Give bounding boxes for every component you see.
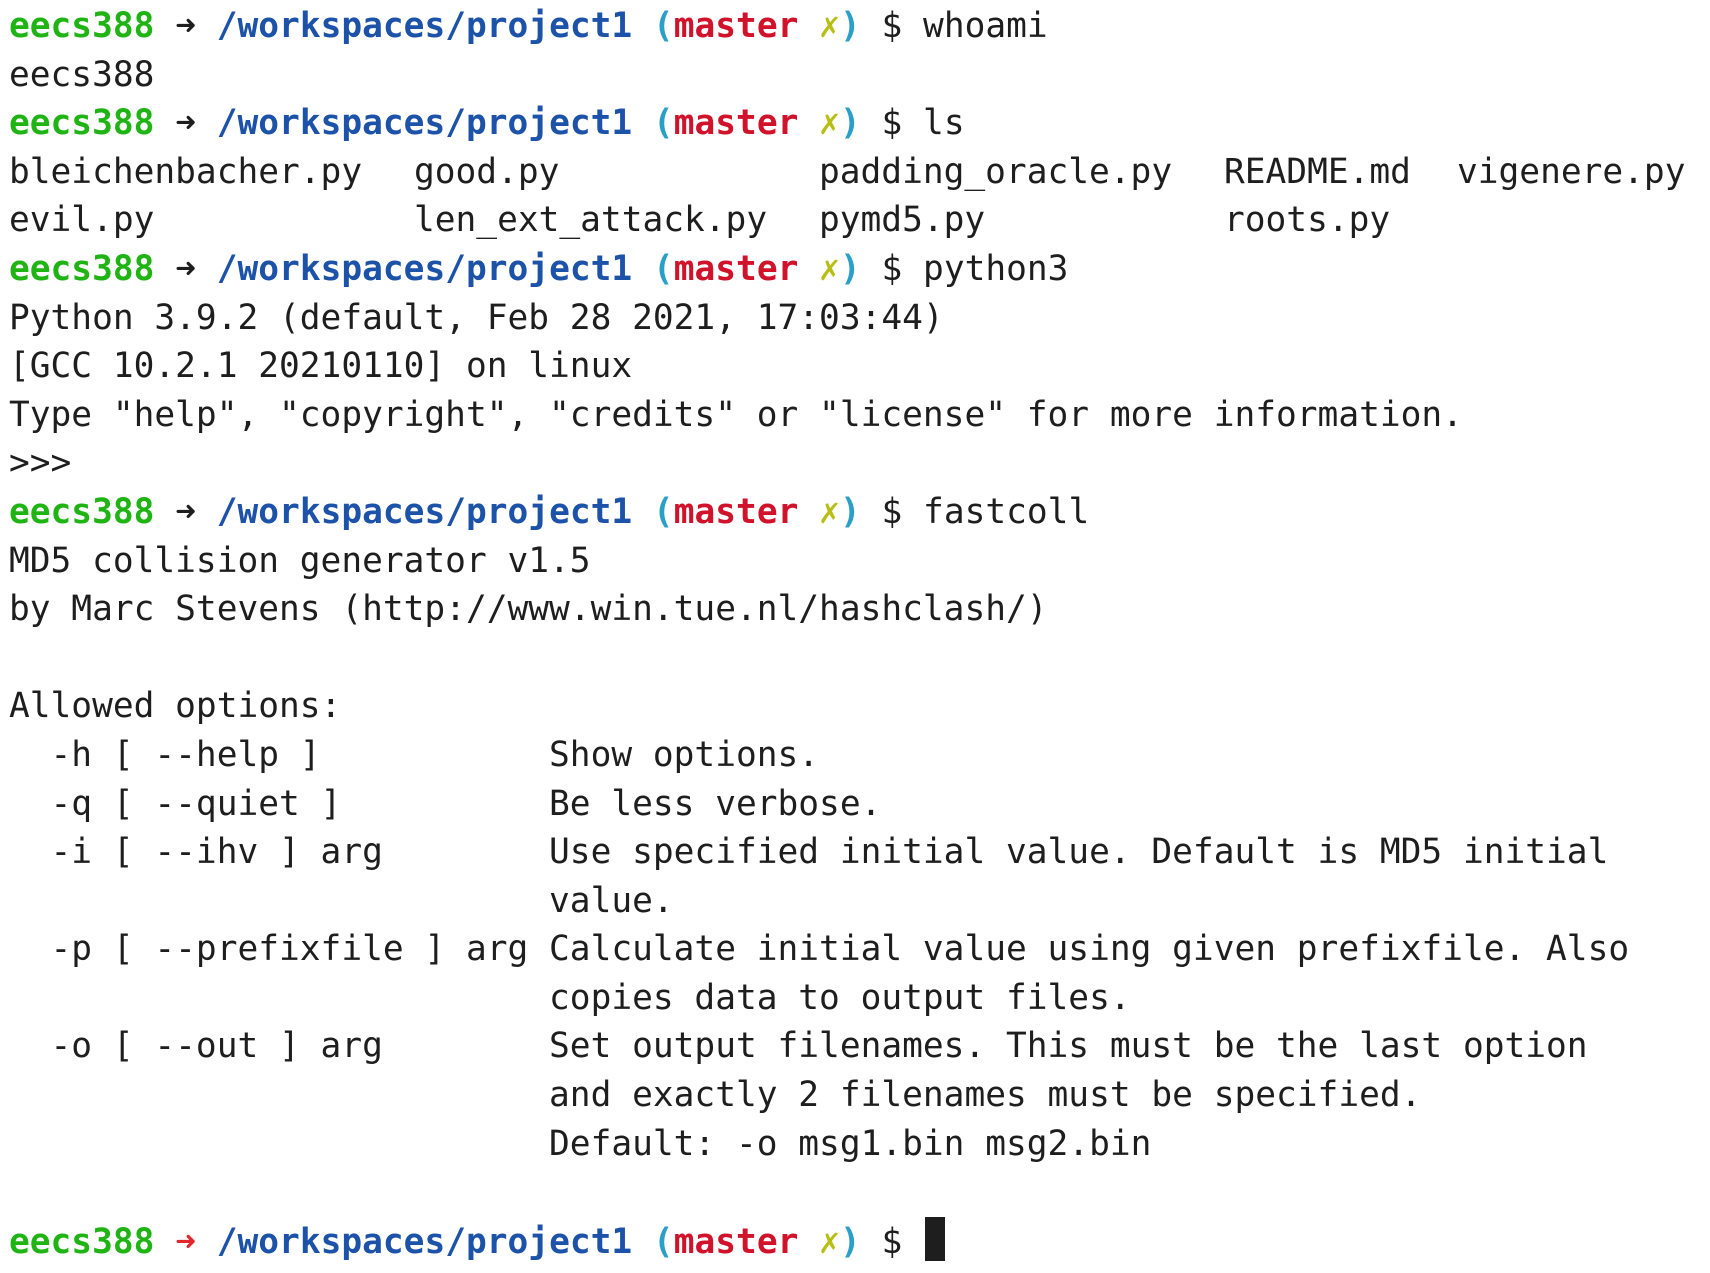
output-line: Python 3.9.2 (default, Feb 28 2021, 17:0… (9, 297, 944, 338)
prompt-cwd: /workspaces/project1 (216, 103, 633, 144)
prompt-line: eecs388 ➜ /workspaces/project1 (master ✗… (9, 488, 1710, 537)
prompt-dollar: $ (881, 491, 903, 532)
output-line: value. (9, 880, 674, 921)
ls-file: roots.py (1224, 200, 1391, 241)
output-line: Allowed options: (9, 686, 342, 727)
git-dirty-icon: ✗ (819, 1221, 840, 1262)
prompt-line: eecs388 ➜ /workspaces/project1 (master ✗… (9, 245, 1710, 294)
prompt-dollar: $ (881, 103, 903, 144)
ls-file: evil.py (9, 200, 155, 241)
prompt-arrow-icon: ➜ (175, 1221, 196, 1262)
prompt-close-paren: ) (839, 1221, 861, 1262)
prompt-user: eecs388 (9, 103, 155, 144)
prompt-branch: master (673, 248, 799, 289)
ls-file: good.py (414, 151, 560, 192)
prompt-arrow-icon: ➜ (175, 248, 196, 289)
output-line (9, 634, 1710, 683)
prompt-open-paren: ( (652, 1221, 674, 1262)
prompt-open-paren: ( (652, 6, 674, 46)
ls-file: pymd5.py (819, 200, 986, 241)
prompt-open-paren: ( (652, 103, 674, 144)
prompt-cwd: /workspaces/project1 (216, 1221, 633, 1262)
prompt-close-paren: ) (839, 248, 861, 289)
output-line: [GCC 10.2.1 20210110] on linux (9, 346, 633, 387)
prompt-close-paren: ) (839, 491, 861, 532)
prompt-arrow-icon: ➜ (175, 103, 196, 144)
ls-output-row: bleichenbacher.py good.py padding_oracle… (9, 148, 1710, 197)
prompt-user: eecs388 (9, 248, 155, 289)
output-line: -o [ --out ] arg Set output filenames. T… (9, 1026, 1588, 1067)
prompt-cwd: /workspaces/project1 (216, 6, 633, 46)
command-text: whoami (923, 6, 1048, 46)
prompt-branch: master (673, 103, 799, 144)
git-dirty-icon: ✗ (819, 103, 840, 144)
prompt-branch: master (673, 491, 799, 532)
prompt-arrow-icon: ➜ (175, 491, 196, 532)
prompt-arrow-icon: ➜ (175, 6, 196, 46)
output-line: -p [ --prefixfile ] arg Calculate initia… (9, 929, 1630, 970)
ls-file: bleichenbacher.py (9, 151, 363, 192)
prompt-cwd: /workspaces/project1 (216, 491, 633, 532)
prompt-line: eecs388 ➜ /workspaces/project1 (master ✗… (9, 99, 1710, 148)
output-line: Default: -o msg1.bin msg2.bin (9, 1123, 1152, 1164)
output-line: eecs388 (9, 54, 155, 95)
prompt-dollar: $ (881, 6, 903, 46)
output-line: -h [ --help ] Show options. (9, 734, 820, 775)
ls-file: README.md (1224, 151, 1411, 192)
command-text: ls (923, 103, 965, 144)
ls-file: vigenere.py (1457, 151, 1686, 192)
output-line: and exactly 2 filenames must be specifie… (9, 1075, 1422, 1116)
prompt-open-paren: ( (652, 248, 674, 289)
output-line: copies data to output files. (9, 977, 1131, 1018)
prompt-line: eecs388 ➜ /workspaces/project1 (master ✗… (9, 2, 1710, 51)
git-dirty-icon: ✗ (819, 491, 840, 532)
prompt-user: eecs388 (9, 6, 155, 46)
output-line: by Marc Stevens (http://www.win.tue.nl/h… (9, 589, 1048, 630)
output-line (9, 1168, 1710, 1217)
prompt-branch: master (673, 6, 799, 46)
output-line: Type "help", "copyright", "credits" or "… (9, 394, 1463, 435)
prompt-user: eecs388 (9, 1221, 155, 1262)
command-text: fastcoll (923, 491, 1090, 532)
ls-file: padding_oracle.py (819, 151, 1173, 192)
prompt-open-paren: ( (652, 491, 674, 532)
active-prompt-line[interactable]: eecs388 ➜ /workspaces/project1 (master ✗… (9, 1216, 1710, 1266)
prompt-user: eecs388 (9, 491, 155, 532)
prompt-close-paren: ) (839, 6, 861, 46)
output-line: MD5 collision generator v1.5 (9, 540, 591, 581)
prompt-close-paren: ) (839, 103, 861, 144)
git-dirty-icon: ✗ (819, 248, 840, 289)
output-line: -q [ --quiet ] Be less verbose. (9, 783, 882, 824)
python-repl-prompt: >>> (9, 443, 72, 484)
command-text: python3 (923, 248, 1069, 289)
prompt-dollar: $ (881, 248, 903, 289)
ls-output-row: evil.py len_ext_attack.py pymd5.py roots… (9, 196, 1710, 245)
prompt-cwd: /workspaces/project1 (216, 248, 633, 289)
prompt-branch: master (673, 1221, 799, 1262)
output-line: -i [ --ihv ] arg Use specified initial v… (9, 832, 1609, 873)
text-cursor[interactable] (925, 1216, 946, 1261)
prompt-dollar: $ (881, 1221, 903, 1262)
ls-file: len_ext_attack.py (414, 200, 768, 241)
git-dirty-icon: ✗ (819, 6, 840, 46)
